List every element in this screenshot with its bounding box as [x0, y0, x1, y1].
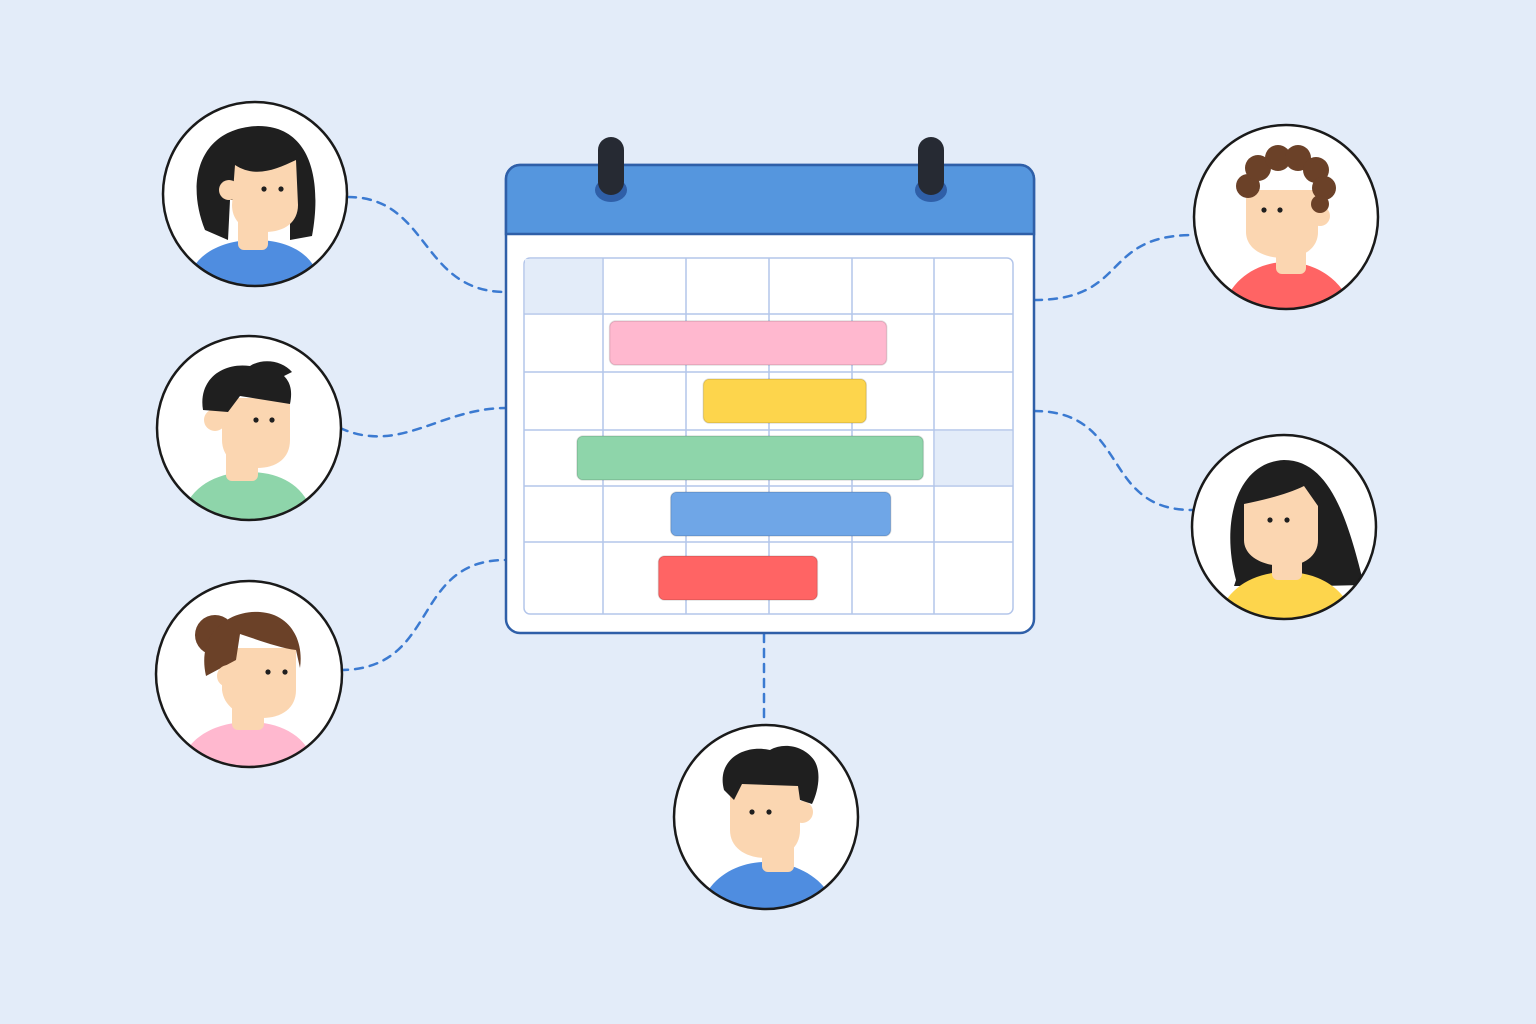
calendar-highlight-cell	[525, 259, 602, 313]
calendar-highlight-cell	[935, 431, 1012, 485]
calendar-header	[504, 163, 1036, 236]
avatar-man-blue-shirt	[672, 723, 860, 911]
calendar-event-bars	[576, 320, 925, 601]
calendar-event-bar-4	[669, 491, 892, 537]
calendar-icon	[504, 137, 1036, 635]
connector-person-5	[1032, 233, 1196, 302]
calendar-event-bar-5	[657, 555, 819, 601]
connector-person-2	[338, 406, 508, 438]
calendar-ring-left	[595, 137, 627, 202]
avatar-woman-yellow-shirt	[1190, 433, 1378, 621]
calendar-event-bar-3	[576, 435, 925, 481]
avatar-curly-red-shirt	[1192, 123, 1380, 311]
calendar-ring-right	[915, 137, 947, 202]
connector-person-6	[1032, 409, 1194, 512]
avatar-man-green-shirt	[155, 334, 343, 522]
calendar-event-bar-1	[608, 320, 888, 366]
connector-person-3	[338, 558, 508, 672]
calendar-event-bar-2	[702, 378, 868, 424]
avatar-woman-blue-shirt	[161, 100, 349, 288]
connector-person-1	[346, 195, 508, 294]
avatar-woman-pink-shirt	[154, 579, 344, 769]
calendar-grid	[524, 258, 1013, 614]
